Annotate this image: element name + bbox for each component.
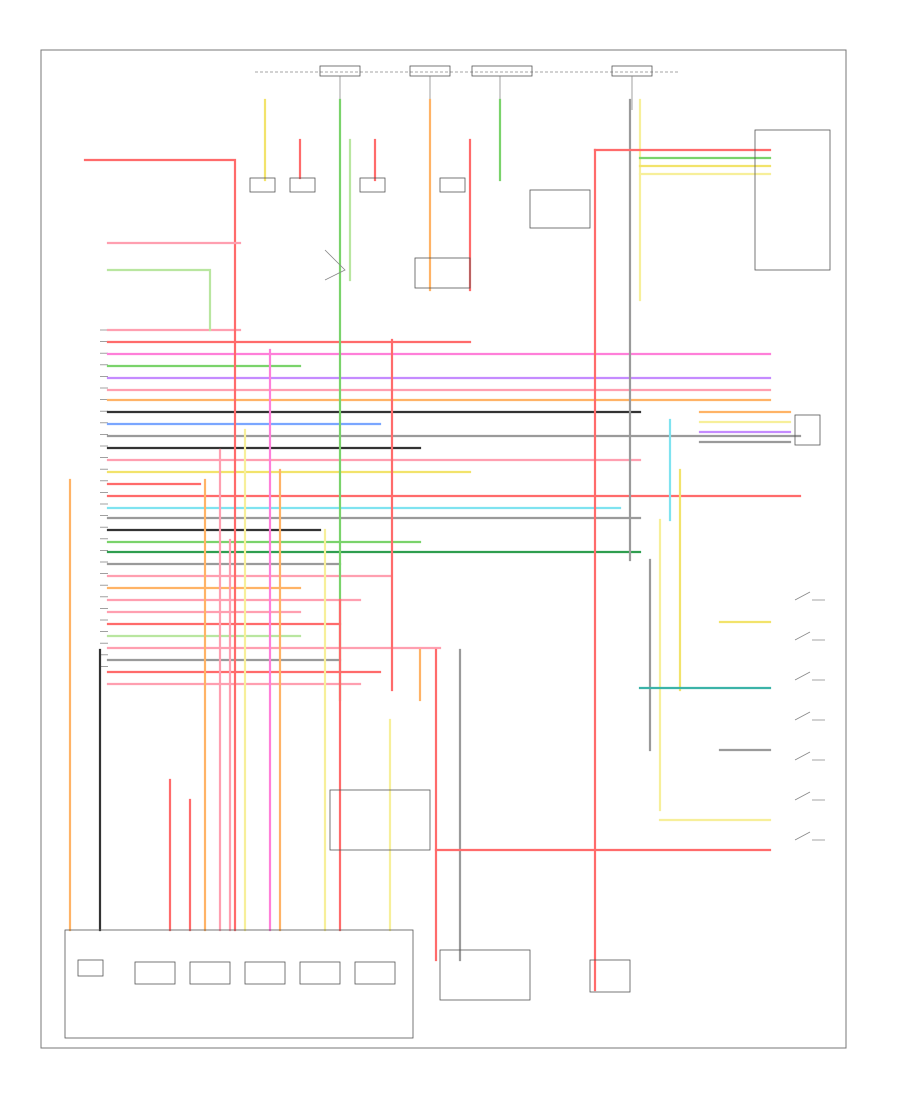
transmission-solenoid-row	[64, 789, 631, 1039]
tft-sensor	[77, 959, 104, 977]
manual-lever-switch-contact-3	[794, 671, 825, 681]
manual-lever-switch-contact-2	[794, 631, 825, 641]
solenoid-4	[299, 961, 341, 985]
pcm-connector-column	[100, 329, 108, 667]
solenoid-5	[354, 961, 396, 985]
solenoid-1	[134, 961, 176, 985]
manual-lever-switch-contact-1	[794, 591, 825, 601]
solenoid-2	[189, 961, 231, 985]
right-switch-column	[794, 591, 825, 841]
neutral-wire	[106, 268, 212, 332]
solenoid-3	[244, 961, 286, 985]
diagram-frame	[40, 49, 847, 1049]
transmission-solenoid-body	[64, 929, 414, 1039]
range-sensor	[439, 949, 531, 1001]
fuse-block-4	[611, 65, 653, 110]
brake-switch-box	[329, 789, 431, 851]
vss-sensor	[589, 959, 631, 993]
vertical-wires	[68, 98, 792, 992]
fuse-block-3	[471, 65, 533, 110]
manual-lever-switch-contact-6	[794, 791, 825, 801]
upper-switches	[249, 129, 831, 446]
feed-wire-left	[83, 158, 237, 932]
manual-lever-switch-contact-7	[794, 831, 825, 841]
manual-lever-switch-contact-5	[794, 751, 825, 761]
manual-lever-switch-contact-4	[794, 711, 825, 721]
harness-wires	[106, 328, 802, 686]
